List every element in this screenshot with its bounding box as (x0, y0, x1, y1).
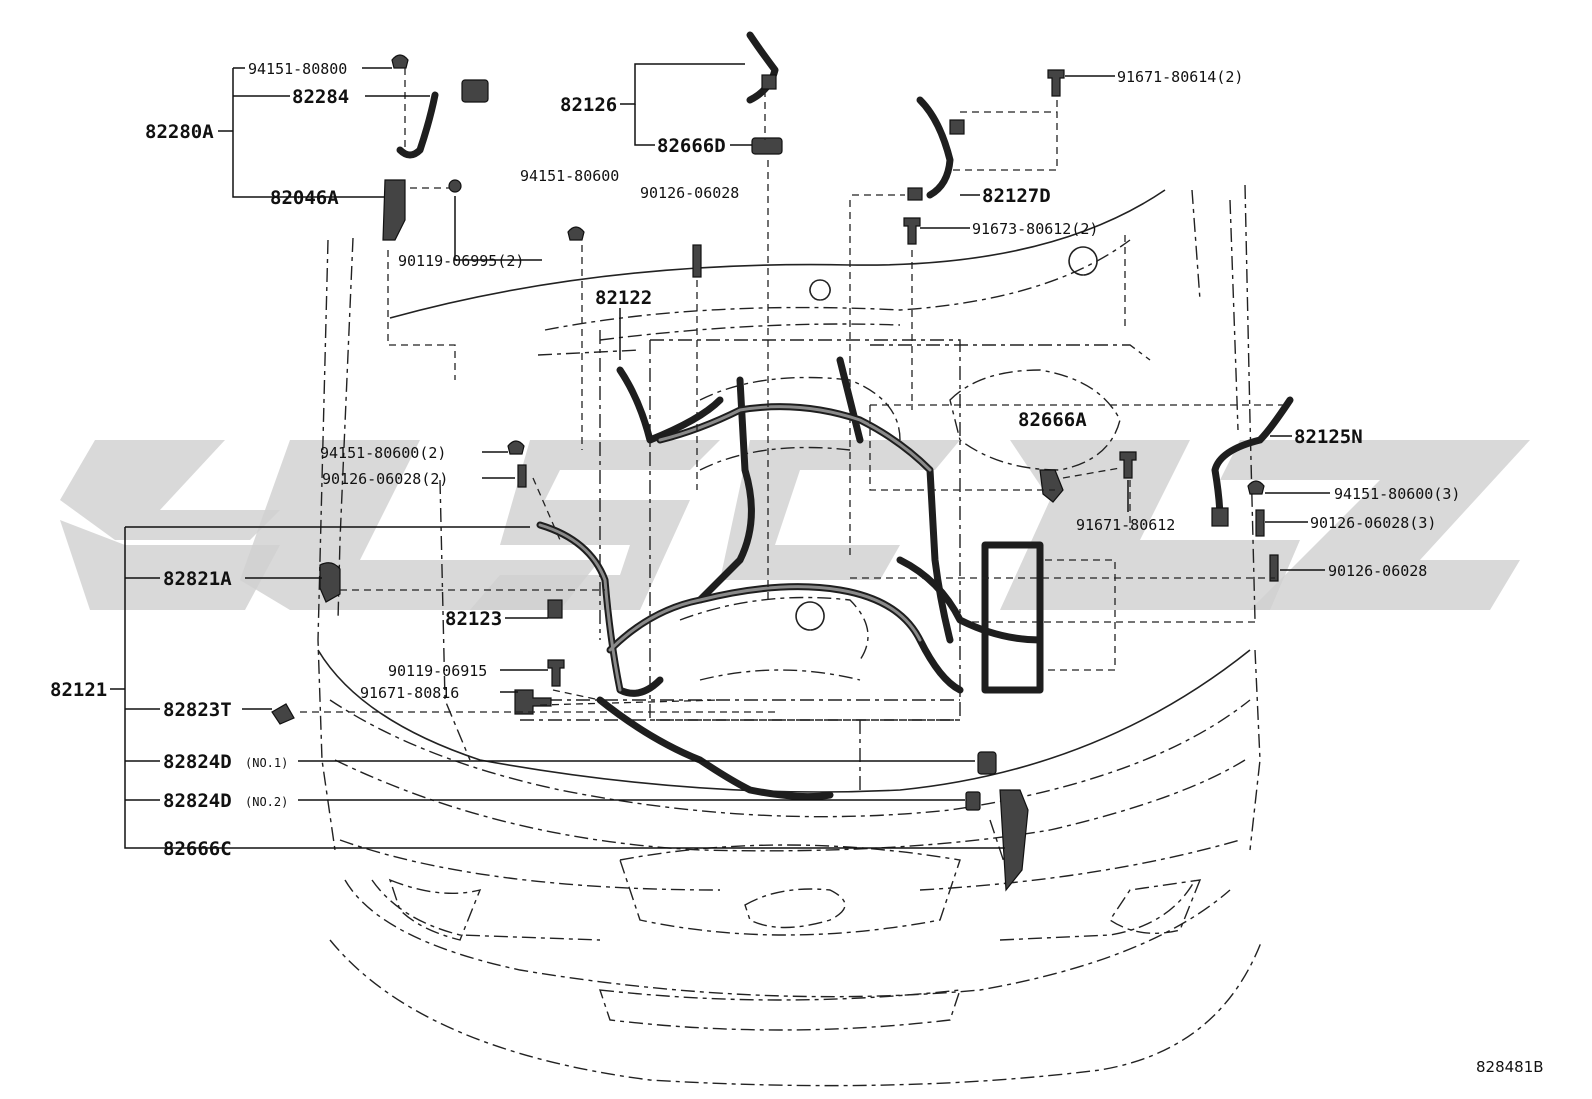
label-90126-06028-3: 90126-06028(3) (1310, 514, 1436, 532)
label-82121: 82121 (50, 679, 107, 701)
label-82824D-no1-note: (NO.1) (245, 756, 288, 770)
vehicle-body-outline (317, 184, 1263, 1087)
label-91671-80612: 91671-80612 (1076, 516, 1175, 534)
label-82122: 82122 (595, 287, 652, 309)
label-91671-80816: 91671-80816 (360, 684, 459, 702)
label-90119-06995-2: 90119-06995(2) (398, 252, 524, 270)
label-82824D-no2-note: (NO.2) (245, 795, 288, 809)
label-82824D-no2: 82824D (163, 790, 232, 812)
relation-lines (300, 68, 1285, 713)
label-82824D-no1: 82824D (163, 751, 232, 773)
label-94151-80800: 94151-80800 (248, 60, 347, 78)
leader-lines (110, 63, 1330, 849)
label-82126: 82126 (560, 94, 617, 116)
label-82666A: 82666A (1018, 409, 1087, 431)
label-82666D: 82666D (657, 135, 726, 157)
label-91671-80614-2: 91671-80614(2) (1117, 68, 1243, 86)
label-82821A: 82821A (163, 568, 232, 590)
label-94151-80600: 94151-80600 (520, 167, 619, 185)
part-labels: 94151-80800 82284 82280A 82046A 90119-06… (50, 60, 1544, 1076)
label-82823T: 82823T (163, 699, 232, 721)
label-82284: 82284 (292, 86, 349, 108)
label-82123: 82123 (445, 608, 502, 630)
reference-code: 828481B (1476, 1058, 1544, 1076)
label-82127D: 82127D (982, 185, 1051, 207)
label-90119-06915: 90119-06915 (388, 662, 487, 680)
label-90126-06028-2: 90126-06028(2) (322, 470, 448, 488)
label-94151-80600-2: 94151-80600(2) (320, 444, 446, 462)
label-91673-80612-2: 91673-80612(2) (972, 220, 1098, 238)
main-wire-harness (536, 356, 1044, 801)
label-82666C: 82666C (163, 838, 232, 860)
label-82280A: 82280A (145, 121, 214, 143)
label-90126-06028-b: 90126-06028 (1328, 562, 1427, 580)
label-94151-80600-3: 94151-80600(3) (1334, 485, 1460, 503)
label-82125N: 82125N (1294, 426, 1363, 448)
label-90126-06028: 90126-06028 (640, 184, 739, 202)
label-82046A: 82046A (270, 187, 339, 209)
